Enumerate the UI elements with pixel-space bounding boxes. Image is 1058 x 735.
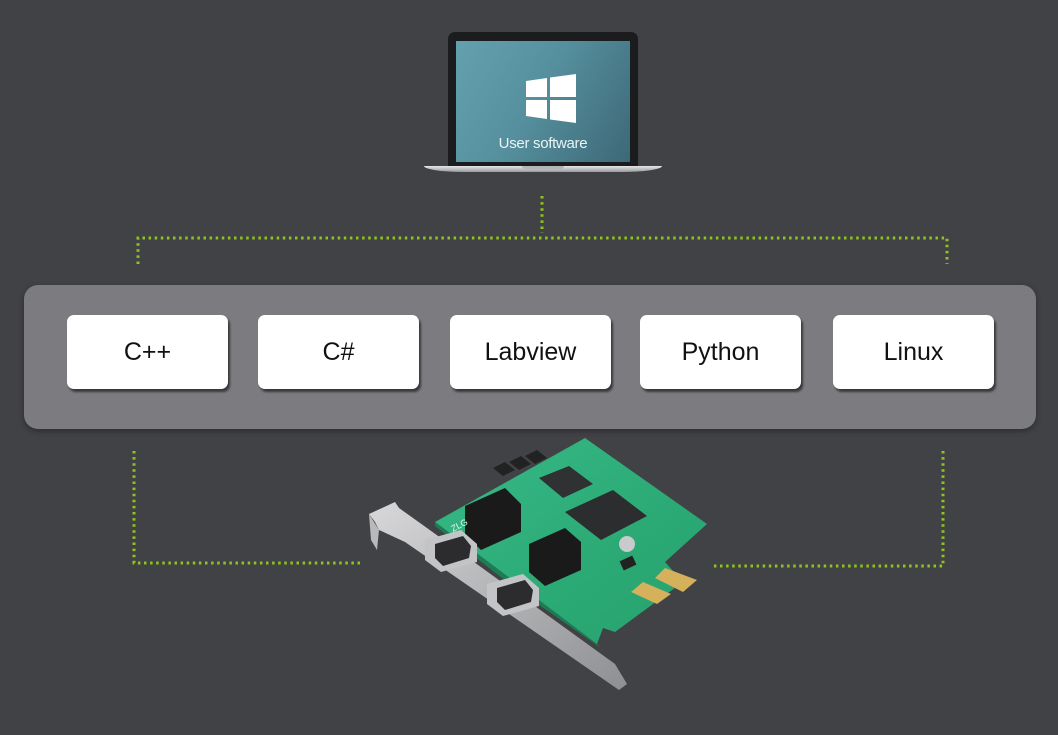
lang-box-csharp: C# xyxy=(258,315,419,389)
lang-box-cpp: C++ xyxy=(67,315,228,389)
laptop-notch xyxy=(522,166,564,169)
isolation-block-2 xyxy=(529,528,581,586)
user-software-label: User software xyxy=(498,135,588,152)
laptop-base xyxy=(424,166,662,172)
mcu-chip xyxy=(539,466,593,498)
laptop: User software xyxy=(424,32,662,174)
pcie-card: ZLG xyxy=(369,438,707,690)
laptop-lid: User software xyxy=(448,32,638,166)
connector-left-to-card xyxy=(132,451,362,565)
connector-top-branch xyxy=(136,236,949,264)
windows-logo-icon xyxy=(526,74,576,123)
db9-port-1 xyxy=(425,530,477,572)
db9-port-2 xyxy=(487,574,539,616)
fpga-chip xyxy=(565,490,647,540)
connector-right-to-card xyxy=(712,451,945,568)
language-panel: C++ C# Labview Python Linux xyxy=(24,285,1036,429)
pcie-gold-fingers xyxy=(655,568,697,592)
isolation-block-1 xyxy=(465,488,521,550)
lang-box-labview: Labview xyxy=(450,315,611,389)
lang-box-linux: Linux xyxy=(833,315,994,389)
lang-box-python: Python xyxy=(640,315,801,389)
laptop-screen: User software xyxy=(456,41,630,162)
